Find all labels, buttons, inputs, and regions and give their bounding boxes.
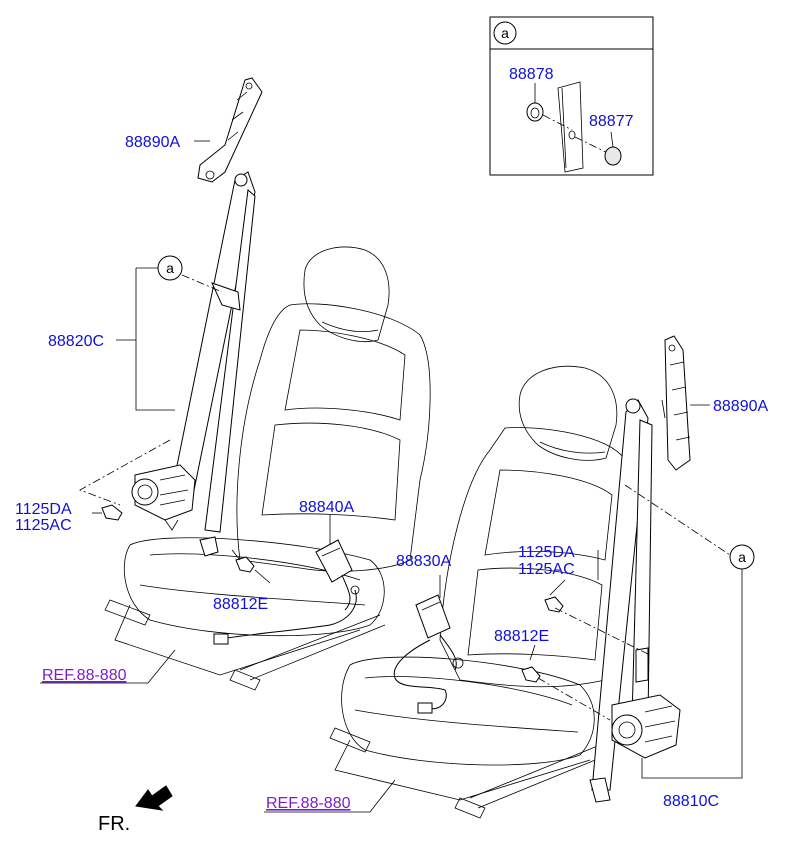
left-buckle-icon bbox=[315, 539, 360, 611]
label-anchor-right[interactable]: 88890A bbox=[713, 398, 768, 415]
ref-right-link[interactable]: REF.88-880 bbox=[266, 795, 351, 812]
left-belt-icon bbox=[131, 171, 256, 557]
label-cap[interactable]: 88878 bbox=[509, 66, 554, 83]
plug-88877-icon bbox=[574, 131, 622, 166]
label-plug[interactable]: 88877 bbox=[589, 113, 634, 130]
right-belt-icon bbox=[589, 398, 681, 803]
front-label: FR. bbox=[98, 813, 130, 835]
left-buckle-bolt-icon bbox=[231, 549, 255, 573]
label-bolt-right-1[interactable]: 1125DA bbox=[518, 544, 575, 561]
detail-box: a 88878 88877 bbox=[489, 16, 654, 176]
cap-88878-icon bbox=[526, 83, 573, 131]
right-bolt-icon bbox=[544, 596, 564, 613]
label-buckle-right[interactable]: 88830A bbox=[396, 553, 451, 570]
front-direction: FR. bbox=[98, 785, 173, 835]
label-bolt-right-2[interactable]: 1125AC bbox=[518, 561, 575, 578]
label-anchor-left[interactable]: 88890A bbox=[125, 134, 180, 151]
label-bolt-buckle-right[interactable]: 88812E bbox=[494, 628, 549, 645]
left-seat-illustration bbox=[104, 246, 431, 691]
label-belt-right[interactable]: 88810C bbox=[663, 793, 719, 810]
right-buckle-icon bbox=[415, 594, 464, 671]
label-bolt-left-1[interactable]: 1125DA bbox=[15, 501, 72, 518]
label-belt-left[interactable]: 88820C bbox=[48, 333, 104, 350]
right-seat-illustration bbox=[329, 365, 626, 819]
left-anchor-icon bbox=[197, 77, 263, 183]
right-anchor-icon bbox=[661, 335, 691, 471]
left-bolt-icon bbox=[92, 504, 123, 521]
label-bolt-left-2[interactable]: 1125AC bbox=[15, 517, 72, 534]
label-bolt-buckle-left[interactable]: 88812E bbox=[213, 596, 268, 613]
marker-left: a bbox=[166, 260, 174, 276]
ref-left-link[interactable]: REF.88-880 bbox=[42, 667, 127, 684]
label-buckle-left[interactable]: 88840A bbox=[299, 499, 354, 516]
marker-right: a bbox=[738, 549, 746, 565]
right-buckle-bolt-icon bbox=[521, 666, 541, 683]
front-arrow-icon bbox=[135, 785, 173, 811]
detail-marker: a bbox=[501, 25, 509, 41]
